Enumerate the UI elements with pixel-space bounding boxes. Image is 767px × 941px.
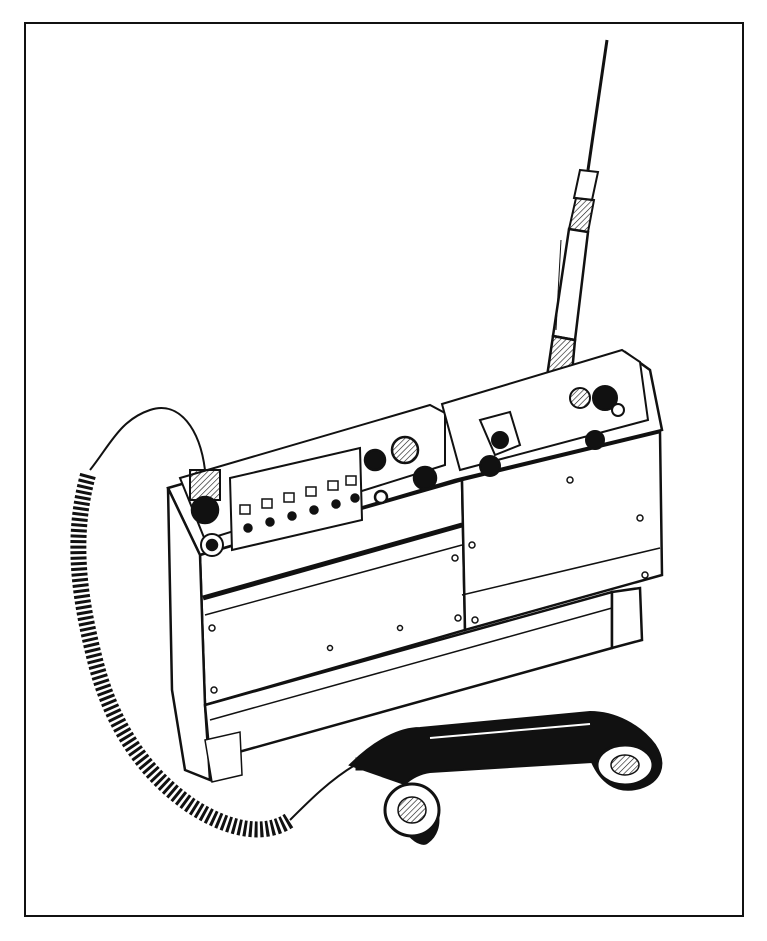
radio-set-icon [166,348,664,783]
coiled-cord-icon [70,407,356,838]
handset-icon [348,710,663,845]
